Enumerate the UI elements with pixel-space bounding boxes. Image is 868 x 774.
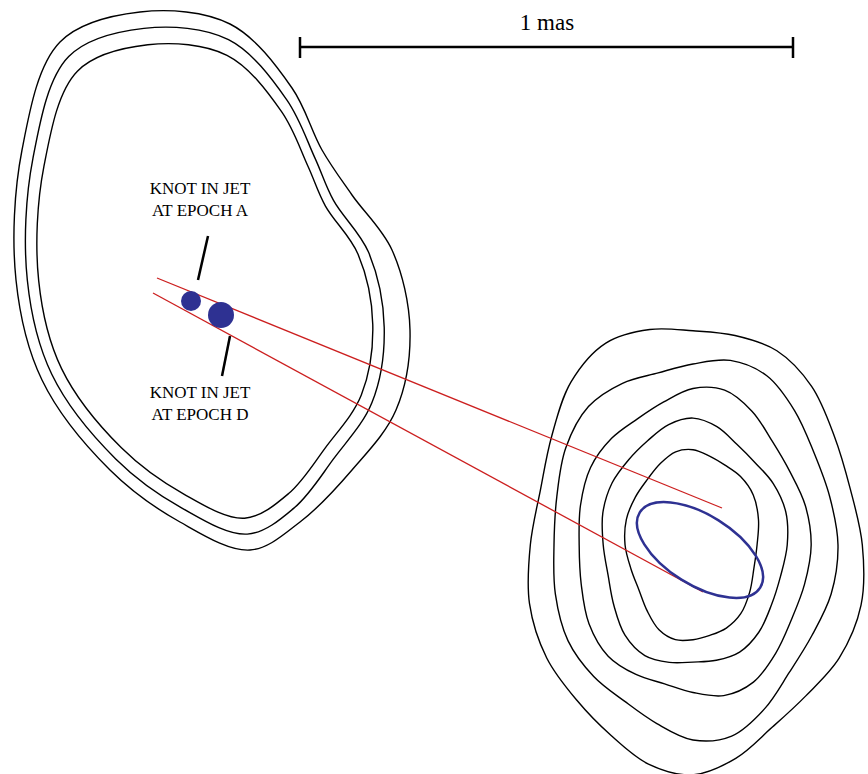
scale-bar bbox=[300, 46, 793, 49]
scale-tick bbox=[299, 37, 302, 58]
knot-epoch-a bbox=[181, 291, 201, 311]
intensity-contour bbox=[37, 44, 373, 519]
leader-line bbox=[222, 336, 230, 376]
jet-cone-line bbox=[153, 293, 703, 592]
knot-label: KNOT IN JET AT EPOCH D bbox=[143, 382, 258, 426]
intensity-contour bbox=[25, 27, 384, 534]
scale-tick bbox=[792, 37, 795, 58]
knot-epoch-d bbox=[208, 302, 234, 328]
intensity-contour bbox=[528, 329, 864, 774]
core-ellipse bbox=[621, 483, 779, 618]
scale-label: 1 mas bbox=[520, 8, 574, 38]
intensity-contour bbox=[14, 11, 410, 550]
intensity-contour bbox=[602, 418, 788, 663]
knot-label: KNOT IN JET AT EPOCH A bbox=[143, 178, 258, 222]
intensity-contour bbox=[554, 360, 838, 741]
intensity-contour bbox=[579, 387, 811, 696]
leader-line bbox=[198, 236, 208, 280]
